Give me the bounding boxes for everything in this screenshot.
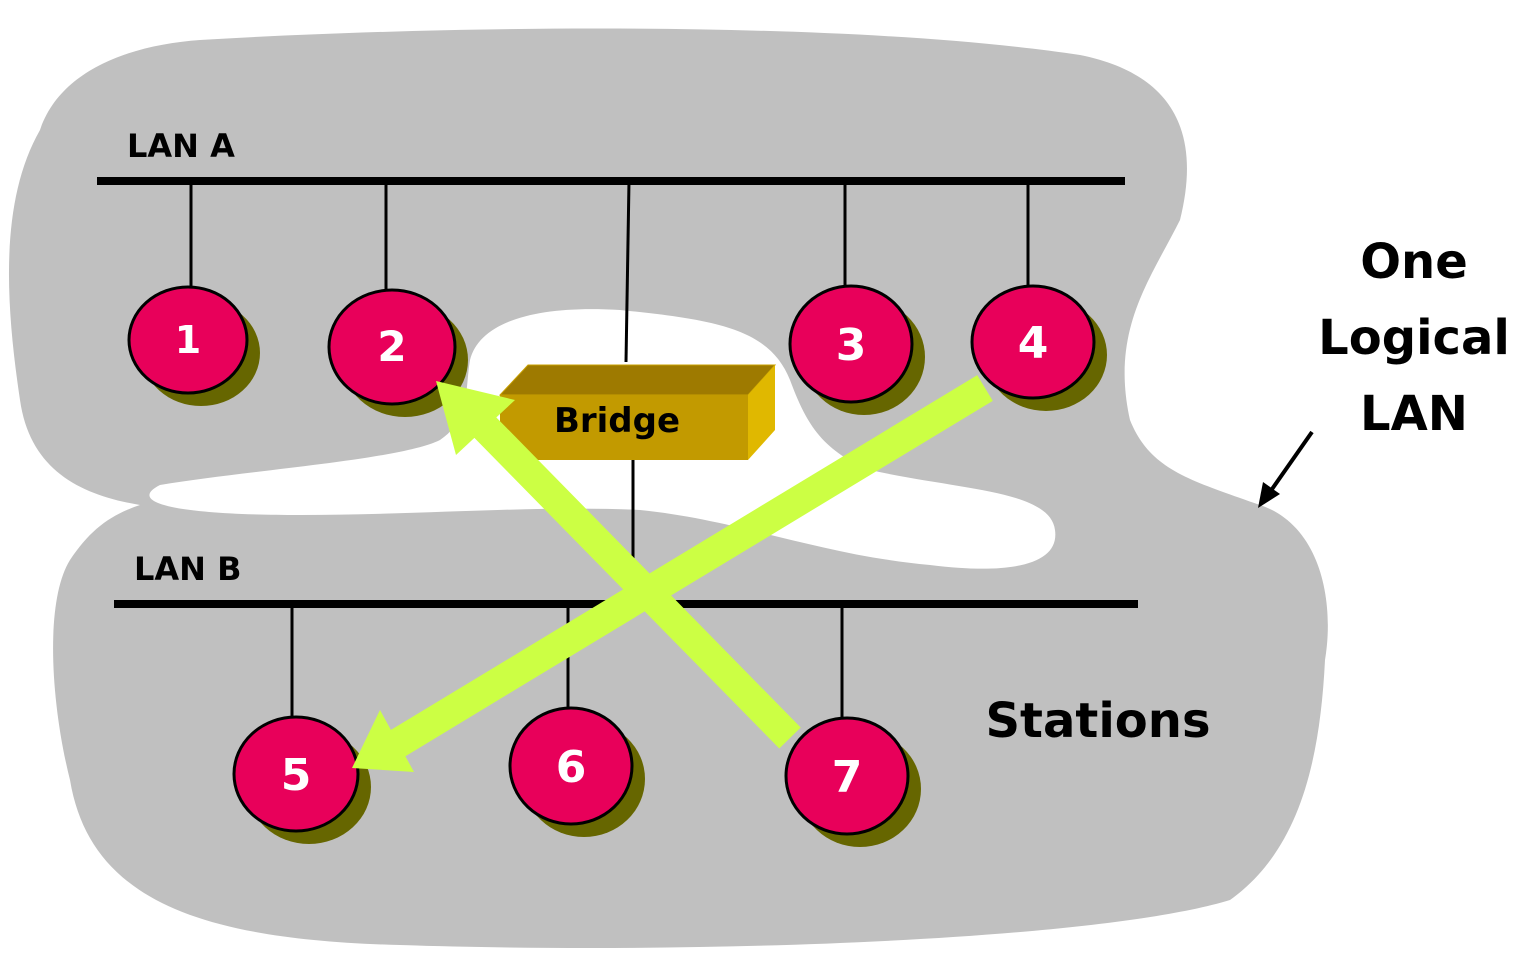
station-3-number: 3	[836, 320, 867, 371]
station-1: 1	[127, 285, 260, 406]
lan-a-label: LAN A	[127, 127, 235, 165]
station-6-number: 6	[556, 742, 587, 793]
arrow-7-to-2-head	[436, 381, 515, 455]
logical-lan-label-line3: LAN	[1360, 386, 1468, 442]
arrow-4-to-5-head	[352, 710, 414, 772]
station-3: 3	[788, 284, 925, 415]
station-2-number: 2	[377, 322, 406, 371]
station-7-number: 7	[832, 752, 863, 803]
traffic-arrows	[352, 375, 993, 772]
lan-b-label: LAN B	[134, 550, 241, 588]
logical-lan-label-line1: One	[1360, 234, 1468, 290]
logical-lan-pointer	[1258, 430, 1314, 508]
station-6: 6	[508, 706, 645, 837]
logical-lan-label-line2: Logical	[1318, 310, 1510, 366]
station-2: 2	[327, 288, 468, 417]
station-1-number: 1	[175, 318, 201, 362]
bridge: Bridge	[498, 364, 777, 460]
stations-label: Stations	[985, 693, 1210, 749]
station-4: 4	[970, 284, 1107, 411]
arrow-7-to-2	[459, 401, 801, 749]
station-7: 7	[784, 716, 921, 847]
bridge-label: Bridge	[554, 401, 680, 441]
station-4-number: 4	[1018, 318, 1049, 369]
lan-a-drops	[189, 180, 1030, 363]
station-5: 5	[232, 715, 371, 844]
station-5-number: 5	[281, 750, 312, 801]
arrow-4-to-5	[387, 375, 993, 758]
